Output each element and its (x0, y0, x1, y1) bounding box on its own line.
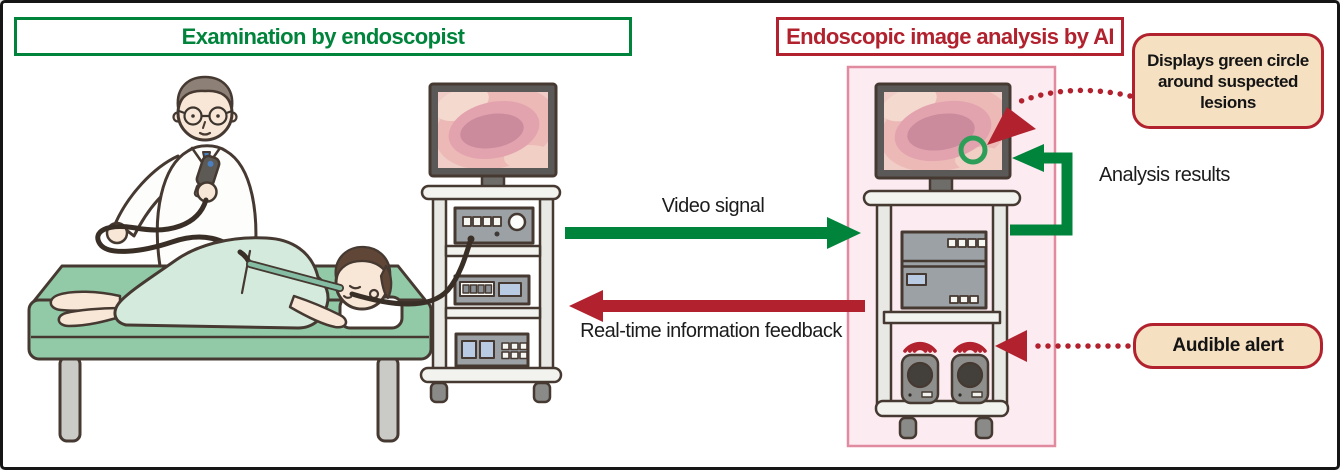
audible-pointer-dotted-arrow (995, 330, 1131, 362)
cable-connector (467, 235, 475, 243)
endoscopy-cart (419, 82, 563, 404)
analysis-results-label: Analysis results (1099, 164, 1230, 186)
lesion-callout-line3: lesions (1200, 92, 1256, 112)
doctor-illustration (105, 75, 258, 268)
glasses-icon (177, 106, 234, 126)
ai-monitor (874, 82, 1012, 180)
endoscopy-video-right (884, 92, 1002, 170)
lesion-pointer-dotted-arrow (987, 87, 1133, 145)
cart-wheel (532, 381, 552, 404)
suction-unit (454, 332, 530, 368)
video-signal-arrow (565, 217, 861, 249)
patient-gown (113, 236, 330, 330)
cart-wheel (898, 416, 918, 440)
patient-illustration (49, 236, 404, 330)
light-source-unit (453, 274, 531, 306)
audible-alert-callout: Audible alert (1133, 323, 1323, 369)
lesion-callout: Displays green circle around suspected l… (1132, 33, 1324, 129)
video-processor-unit (453, 206, 535, 245)
endoscope-insertion-tube (237, 249, 344, 292)
examination-title-box: Examination by endoscopist (14, 17, 632, 56)
doctor-hair (176, 75, 234, 109)
cart-wheel (974, 416, 994, 440)
endoscope-umbilical-cable (349, 239, 473, 307)
ai-computer (900, 230, 988, 310)
feedback-arrow (569, 290, 865, 322)
endoscope-cable (95, 197, 243, 255)
ai-analysis-title-box: Endoscopic image analysis by AI (776, 17, 1124, 56)
speakers (900, 353, 990, 405)
examination-title: Examination by endoscopist (181, 23, 465, 49)
video-signal-label: Video signal (661, 195, 765, 217)
lesion-callout-line1: Displays green circle (1147, 50, 1309, 70)
ai-analysis-title: Endoscopic image analysis by AI (786, 23, 1114, 49)
audible-alert-text: Audible alert (1172, 335, 1284, 356)
sound-waves-icon (903, 341, 987, 353)
analysis-results-arrow (1010, 144, 1073, 236)
lesion-callout-line2: around suspected (1157, 71, 1299, 91)
cart-wheel (429, 381, 449, 404)
feedback-label: Real-time information feedback (580, 320, 842, 342)
endoscopy-video-left (438, 92, 548, 168)
green-circle-marker (958, 135, 988, 165)
ai-cart (862, 82, 1022, 440)
endoscopy-monitor (428, 82, 558, 178)
